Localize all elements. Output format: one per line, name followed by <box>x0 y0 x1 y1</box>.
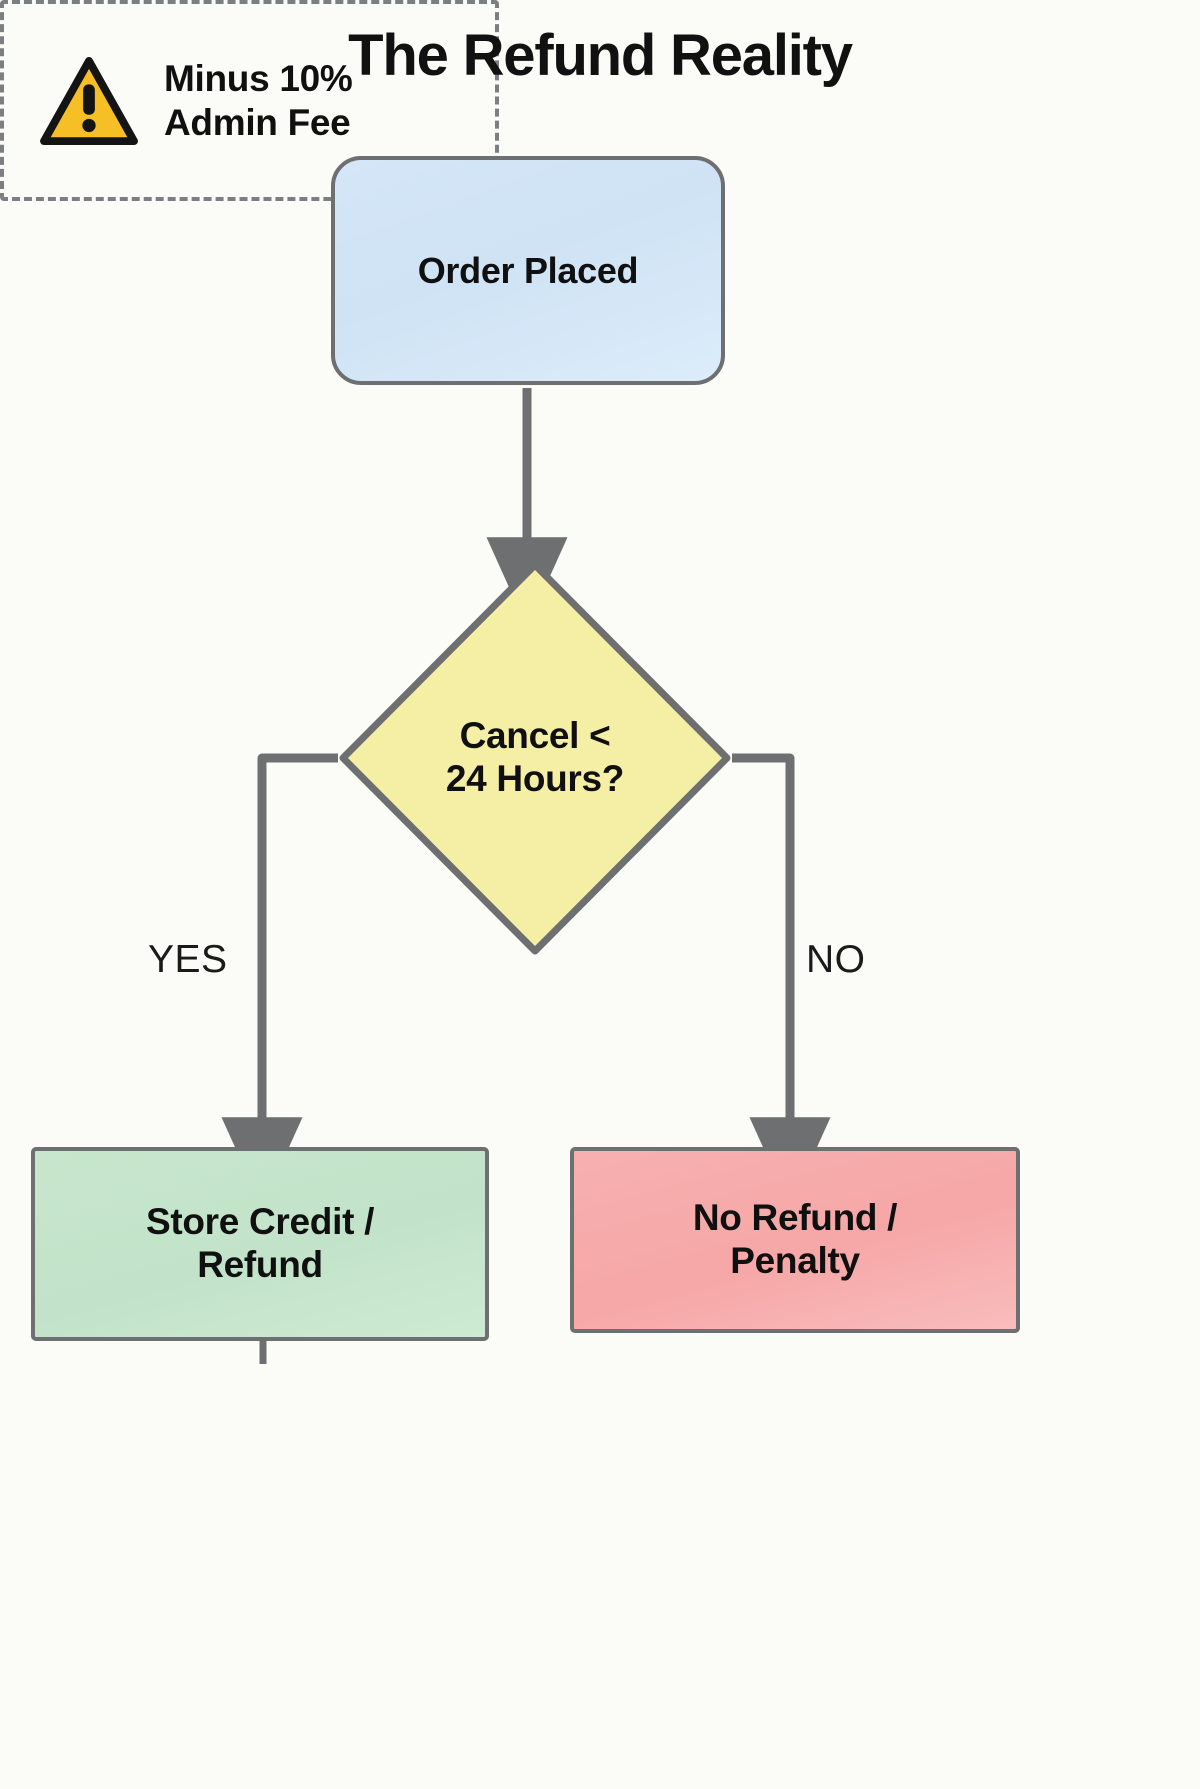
node-cancel-decision-label: Cancel < 24 Hours? <box>445 715 625 799</box>
node-store-credit-refund[interactable]: Store Credit / Refund <box>31 1147 489 1341</box>
diamond-shape <box>339 561 731 955</box>
node-store-credit-refund-label: Store Credit / Refund <box>145 1201 375 1285</box>
edge-decision-no <box>732 753 831 1208</box>
node-admin-fee-note-label: Minus 10% Admin Fee <box>164 57 353 143</box>
node-order-placed-label: Order Placed <box>417 249 639 291</box>
node-order-placed[interactable]: Order Placed <box>331 156 725 385</box>
edge-label-no: NO <box>806 938 866 981</box>
node-cancel-decision[interactable]: Cancel < 24 Hours? <box>338 560 732 956</box>
page-title: The Refund Reality <box>348 23 853 88</box>
node-no-refund-penalty[interactable]: No Refund / Penalty <box>570 1147 1020 1333</box>
node-no-refund-penalty-label: No Refund / Penalty <box>692 1197 898 1281</box>
edge-decision-yes <box>221 753 338 1208</box>
edge-label-yes: YES <box>148 938 228 981</box>
warning-triangle-icon <box>40 56 138 145</box>
